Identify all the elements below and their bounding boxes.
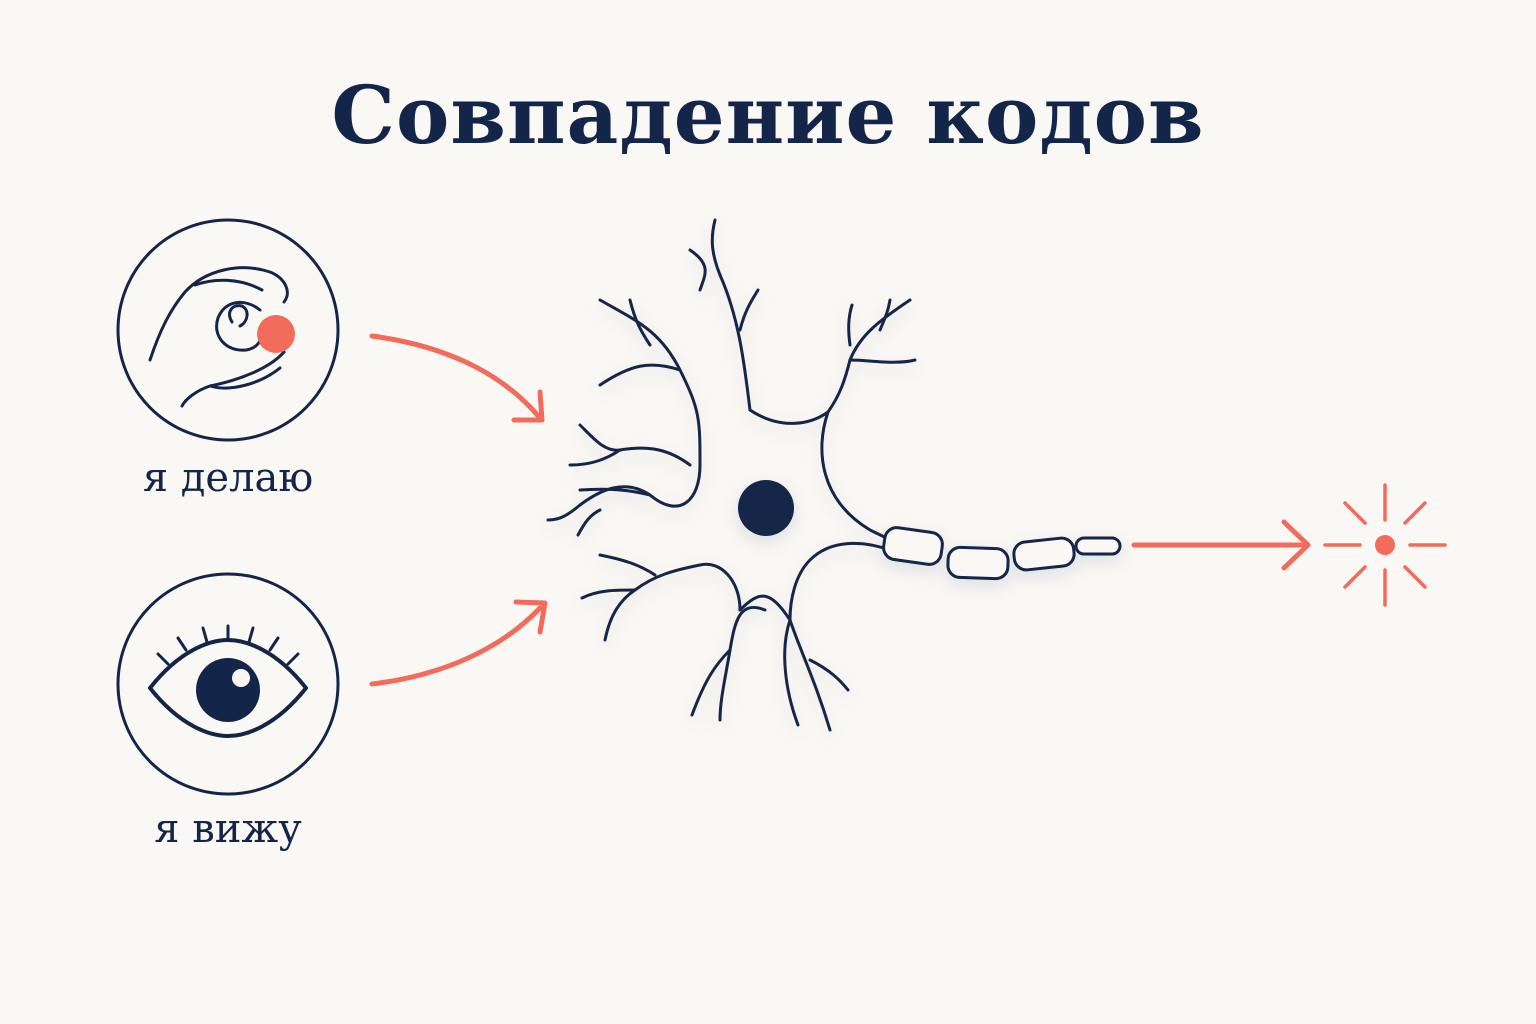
- page-title: Совпадение кодов: [331, 68, 1205, 162]
- label-i-see: я вижу: [154, 806, 302, 852]
- arrow-do-to-neuron: [369, 333, 545, 423]
- eye-icon: [116, 572, 340, 796]
- spark-burst-icon: [1323, 483, 1447, 607]
- label-i-do: я делаю: [142, 455, 314, 501]
- hand-holding-ball-icon: [116, 218, 340, 442]
- neuron-icon: [546, 218, 1122, 732]
- arrow-see-to-neuron: [369, 599, 548, 687]
- arrow-neuron-to-output: [1131, 519, 1311, 571]
